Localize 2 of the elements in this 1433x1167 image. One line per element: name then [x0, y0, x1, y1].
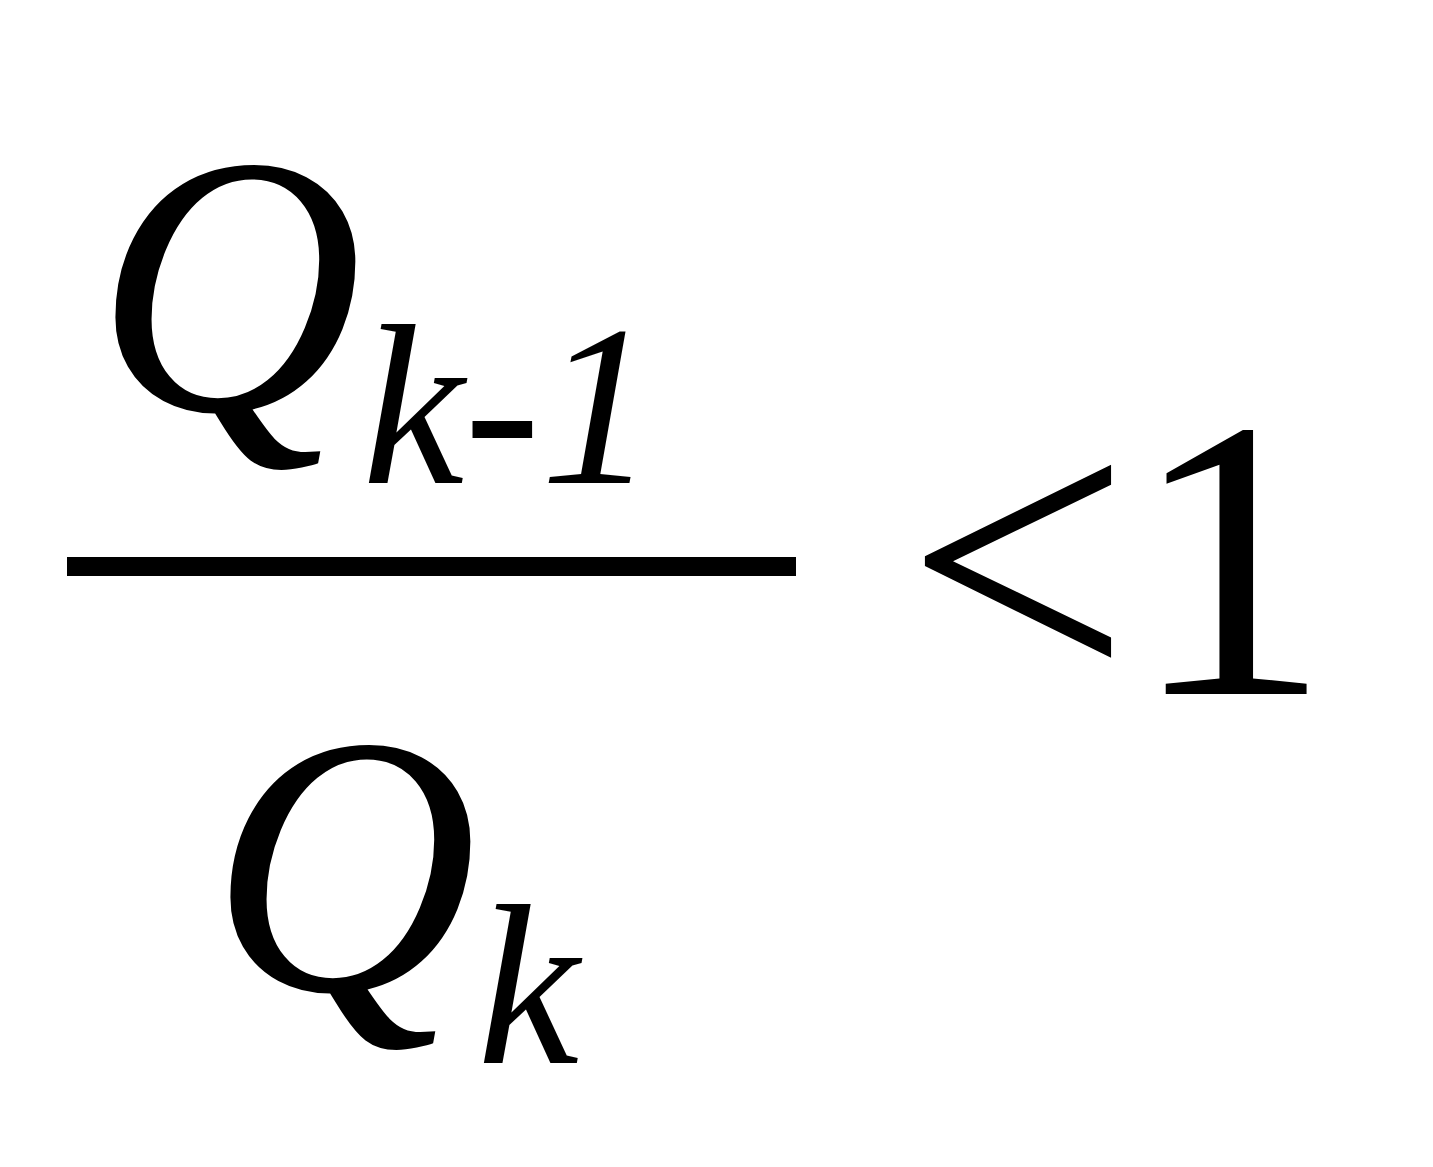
numerator-text: Q$_{k-1}$	[95, 100, 656, 522]
inequality-text: <1	[905, 360, 1331, 760]
